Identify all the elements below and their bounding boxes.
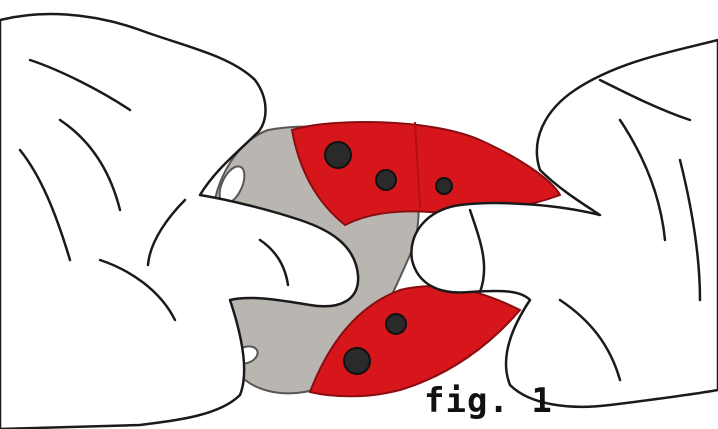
pivot-screw	[325, 142, 351, 168]
handle-screw	[376, 170, 396, 190]
figure-caption: fig. 1	[424, 384, 553, 418]
pivot-screw	[344, 348, 370, 374]
handle-screw	[436, 178, 452, 194]
handle-screw	[386, 314, 406, 334]
